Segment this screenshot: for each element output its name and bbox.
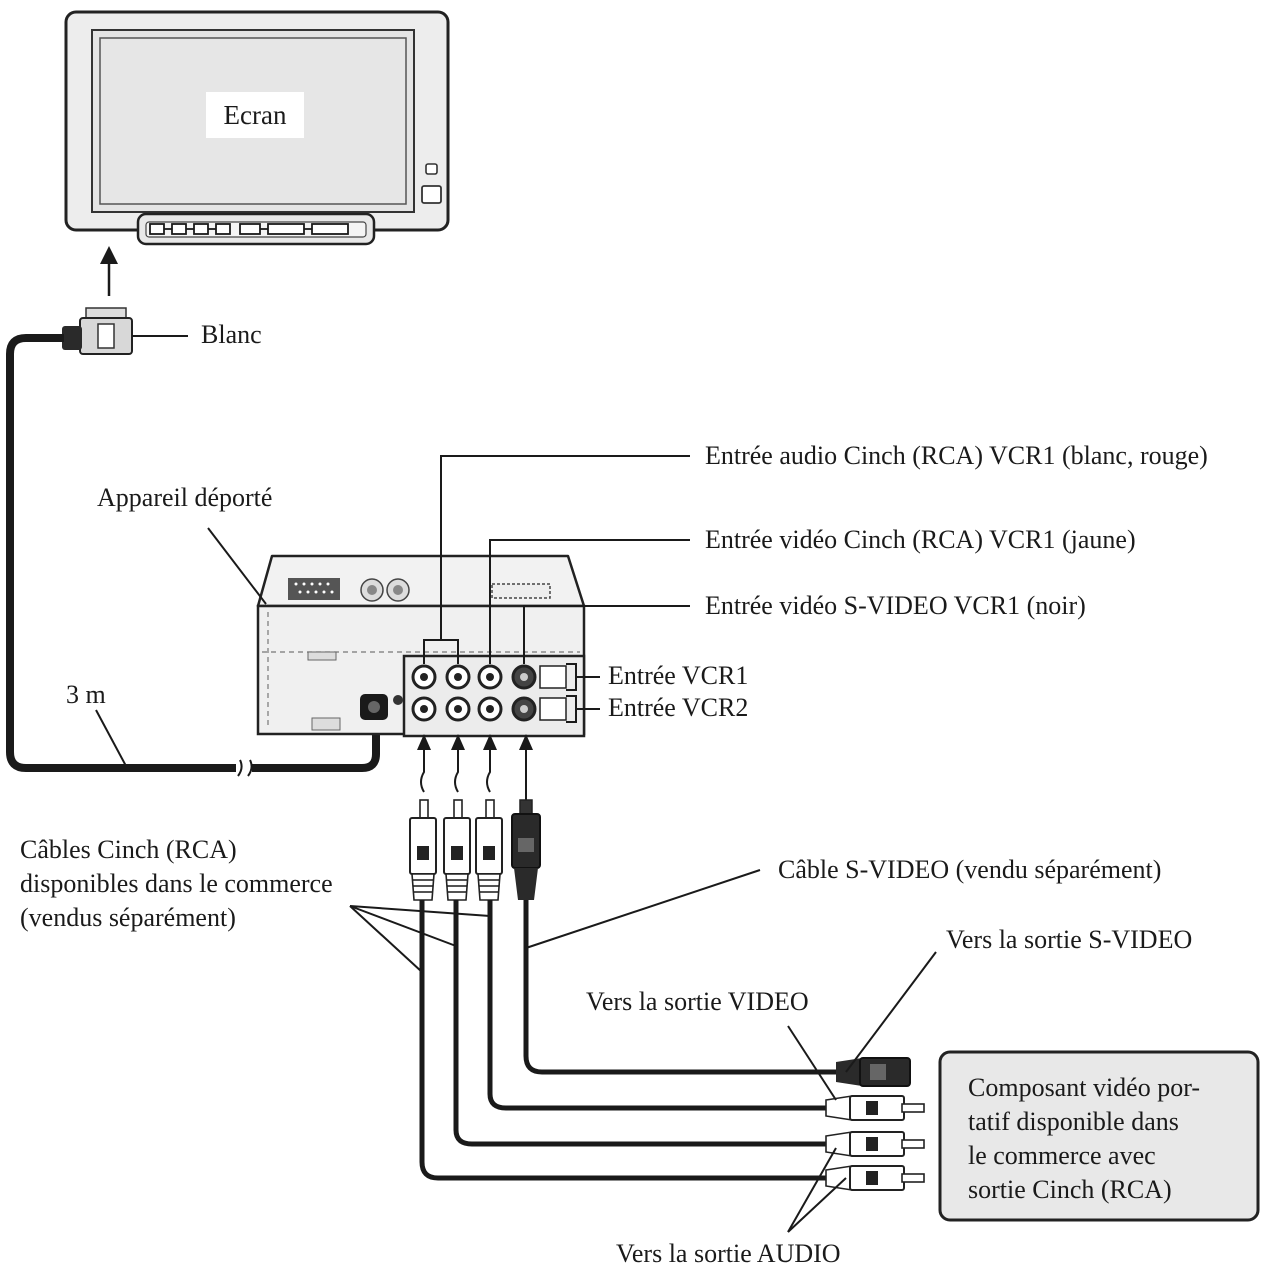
video-input-label: Entrée vidéo Cinch (RCA) VCR1 (jaune) xyxy=(705,525,1136,554)
component-line-2: tatif disponible dans xyxy=(968,1107,1179,1136)
vcr1-label: Entrée VCR1 xyxy=(608,661,748,690)
component-line-4: sortie Cinch (RCA) xyxy=(968,1175,1172,1204)
vcr2-jacks xyxy=(411,696,567,722)
remote-unit: Appareil déporté xyxy=(97,483,586,738)
component-line-1: Composant vidéo por- xyxy=(968,1073,1200,1102)
to-audio-output-label: Vers la sortie AUDIO xyxy=(616,1239,841,1268)
to-video-output-label: Vers la sortie VIDEO xyxy=(586,987,809,1016)
portable-video-component: Composant vidéo por- tatif disponible da… xyxy=(938,1050,1260,1222)
audio-input-label: Entrée audio Cinch (RCA) VCR1 (blanc, ro… xyxy=(705,441,1208,470)
component-line-3: le commerce avec xyxy=(968,1141,1156,1170)
plug-arrows xyxy=(417,734,533,800)
remote-unit-label: Appareil déporté xyxy=(97,483,272,512)
screen-label: Ecran xyxy=(224,100,287,130)
bottom-leaders xyxy=(349,869,937,1233)
arrow-to-screen xyxy=(100,246,118,296)
cable-length-label: 3 m xyxy=(66,680,106,709)
to-svideo-output-label: Vers la sortie S-VIDEO xyxy=(946,925,1192,954)
rca-cables-line-1: Câbles Cinch (RCA) xyxy=(20,835,237,864)
svideo-cable-label: Câble S-VIDEO (vendu séparément) xyxy=(778,855,1161,884)
vcr1-jacks xyxy=(411,664,567,690)
rca-cables-line-2: disponibles dans le commerce xyxy=(20,869,333,898)
plugs-horizontal xyxy=(825,1057,925,1191)
cables-to-component xyxy=(419,900,838,1181)
screen-monitor: Ecran xyxy=(64,10,450,246)
rca-cables-line-3: (vendus séparément) xyxy=(20,903,236,932)
side-button-large xyxy=(421,185,442,204)
rca-plugs-vertical xyxy=(409,799,541,901)
white-connector: Blanc xyxy=(62,307,262,355)
vcr2-label: Entrée VCR2 xyxy=(608,693,748,722)
side-button-small xyxy=(425,163,438,175)
svideo-input-label: Entrée vidéo S-VIDEO VCR1 (noir) xyxy=(705,591,1086,620)
main-cable-3m: 3 m xyxy=(6,334,380,777)
connector-label-blanc: Blanc xyxy=(201,320,262,349)
input-leaders xyxy=(423,455,690,723)
